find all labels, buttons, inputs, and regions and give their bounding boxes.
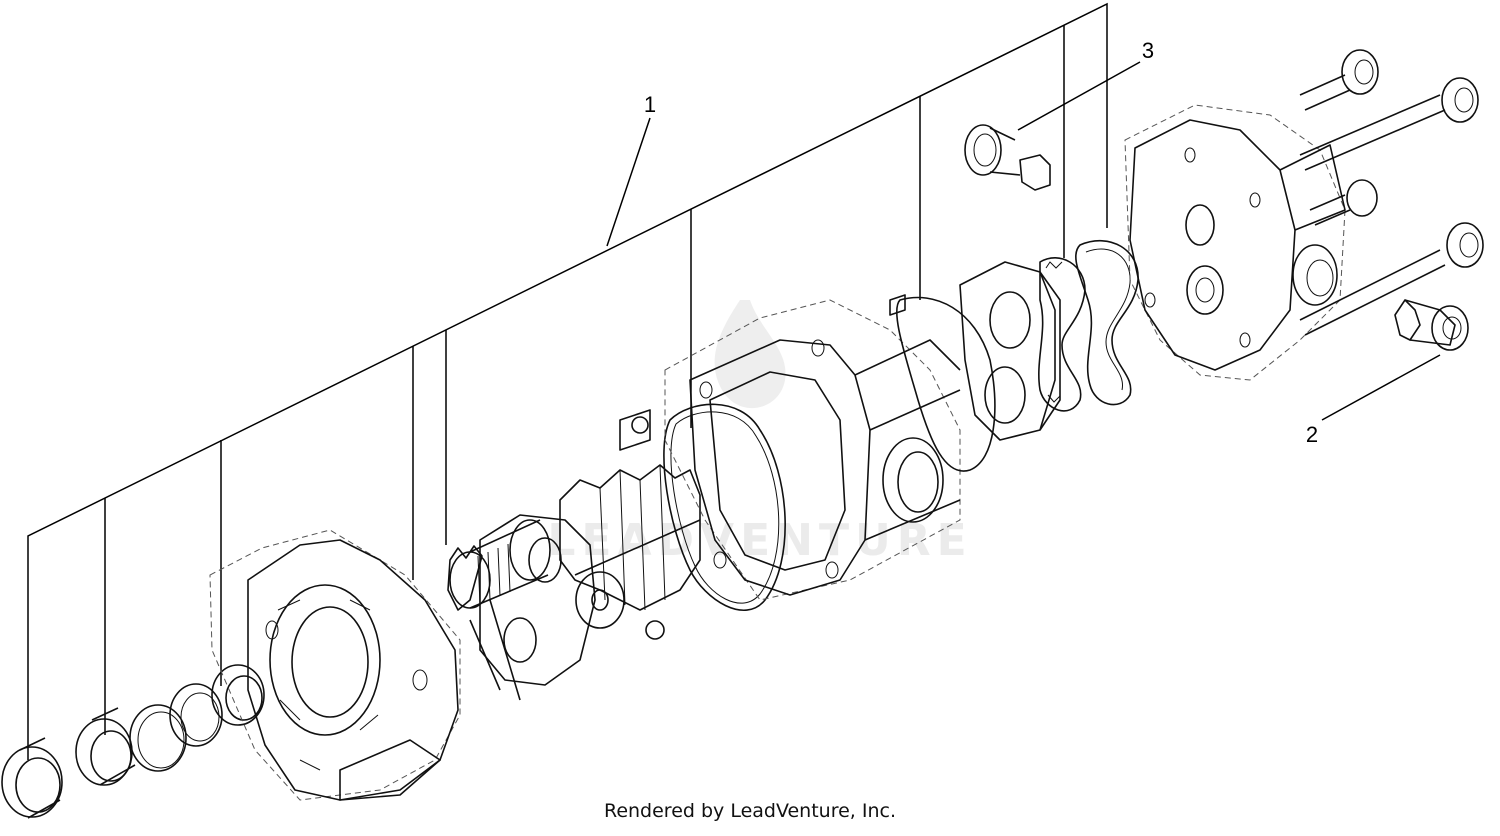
watermark: LEADVENTURE xyxy=(547,300,972,566)
washer xyxy=(169,683,223,747)
callout-3: 3 xyxy=(1142,38,1154,63)
shaft-seal xyxy=(75,707,136,786)
watermark-text: LEADVENTURE xyxy=(547,515,972,566)
bushing xyxy=(211,664,265,726)
through-bolts xyxy=(1299,49,1484,336)
rear-bearing-block xyxy=(959,261,1061,441)
callout-1: 1 xyxy=(644,92,656,117)
callout-2: 2 xyxy=(1306,422,1318,447)
wear-plate xyxy=(1038,257,1086,412)
leader-lines xyxy=(27,2,1441,760)
front-gasket xyxy=(663,403,786,612)
drive-shaft xyxy=(447,519,551,611)
plate-seal xyxy=(1075,239,1139,406)
footer-credit: Rendered by LeadVenture, Inc. xyxy=(603,800,897,822)
relief-valve xyxy=(1394,299,1469,351)
mounting-flange xyxy=(209,529,461,801)
end-cover xyxy=(1124,104,1346,381)
front-bearing-block xyxy=(469,514,596,701)
gear-housing xyxy=(664,294,961,601)
rear-gasket xyxy=(896,296,996,472)
front-seal xyxy=(1,737,63,819)
plug-fitting xyxy=(964,124,1051,191)
retaining-ring xyxy=(129,704,187,772)
gear-set xyxy=(559,409,701,640)
